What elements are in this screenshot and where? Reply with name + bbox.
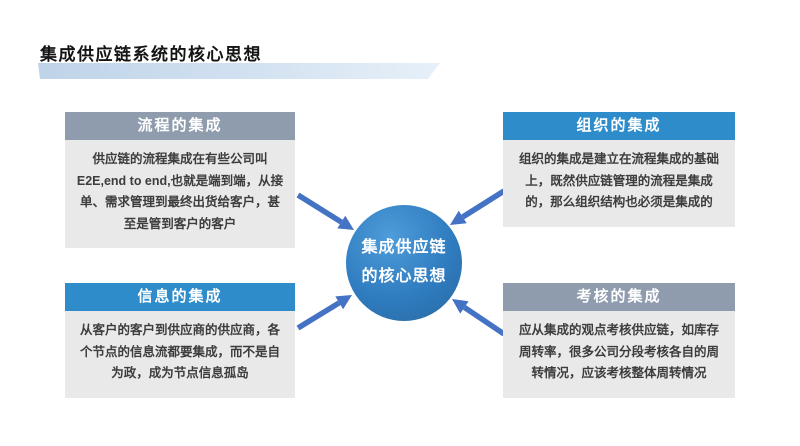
card-information-integration: 信息的集成 从客户的客户到供应商的供应商，各个节点的信息流都要集成，而不是自为政… xyxy=(65,283,295,398)
card-assessment-integration: 考核的集成 应从集成的观点考核供应链，如库存周转率，很多公司分段考核各自的周转情… xyxy=(503,283,735,398)
card-process-header: 流程的集成 xyxy=(65,112,295,140)
card-organization-integration: 组织的集成 组织的集成是建立在流程集成的基础上，既然供应链管理的流程是集成的，那… xyxy=(503,112,735,227)
card-organization-body: 组织的集成是建立在流程集成的基础上，既然供应链管理的流程是集成的，那么组织结构也… xyxy=(503,140,735,227)
arrow-information-to-center xyxy=(296,295,352,331)
card-assessment-header: 考核的集成 xyxy=(503,283,735,311)
arrow-organization-to-center xyxy=(450,188,506,225)
center-circle-line1: 集成供应链 xyxy=(361,239,447,257)
card-information-header: 信息的集成 xyxy=(65,283,295,311)
card-information-body: 从客户的客户到供应商的供应商，各个节点的信息流都要集成，而不是自为政，成为节点信… xyxy=(65,311,295,398)
card-organization-header: 组织的集成 xyxy=(503,112,735,140)
card-process-body: 供应链的流程集成在有些公司叫E2E,end to end,也就是端到端，从接单、… xyxy=(65,140,295,248)
center-circle-line2: 的核心思想 xyxy=(361,268,447,285)
arrow-process-to-center xyxy=(296,192,354,230)
card-process-integration: 流程的集成 供应链的流程集成在有些公司叫E2E,end to end,也就是端到… xyxy=(65,112,295,248)
center-concept-circle: 集成供应链 的核心思想 xyxy=(346,205,462,321)
title-underline-bar xyxy=(38,63,440,79)
page-title: 集成供应链系统的核心思想 xyxy=(40,45,262,64)
arrow-assessment-to-center xyxy=(452,299,506,337)
card-assessment-body: 应从集成的观点考核供应链，如库存周转率，很多公司分段考核各自的周转情况，应该考核… xyxy=(503,311,735,398)
